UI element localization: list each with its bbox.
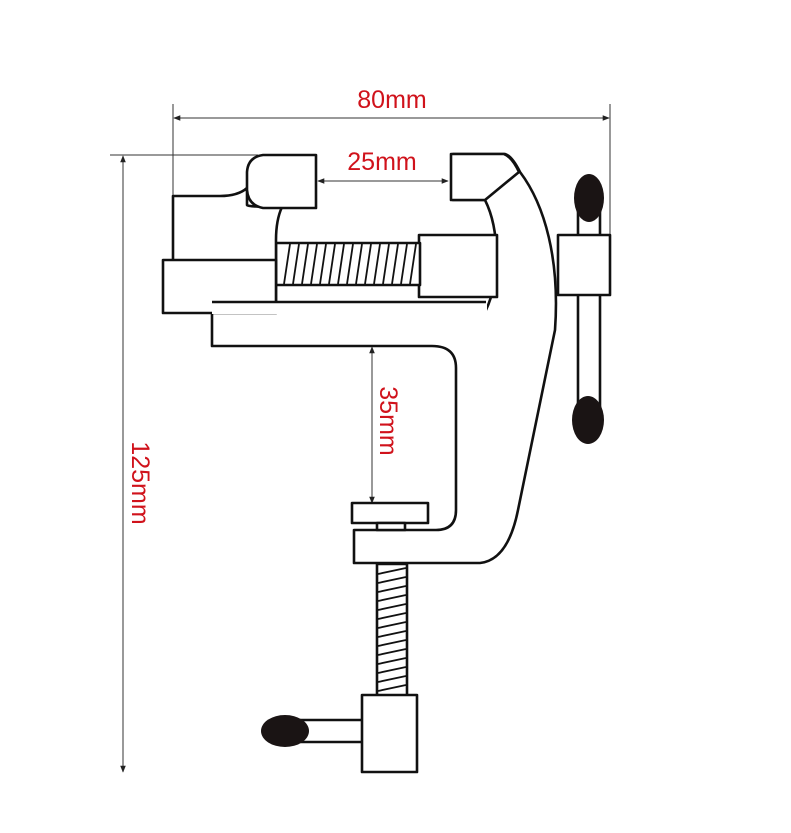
jaw-handle-bottom-knob	[572, 396, 604, 444]
clamp-opening-label: 35mm	[374, 386, 402, 455]
clamp-handle	[261, 693, 419, 774]
clamp-screw	[375, 562, 409, 698]
clamp-screw-threads	[377, 567, 407, 692]
jaw-rail-mask	[212, 302, 487, 314]
overall-width-dimension: 80mm	[172, 86, 611, 238]
overall-width-label: 80mm	[357, 86, 426, 114]
fixed-jaw-face	[449, 152, 521, 202]
clamp-opening-dimension: 35mm	[369, 346, 402, 504]
clamp-handle-knob	[261, 715, 309, 747]
jaw-handle	[556, 174, 612, 444]
clamp-pad-plate	[350, 501, 430, 525]
lead-screw-assembly	[274, 233, 499, 299]
overall-height-dimension: 125mm	[110, 154, 258, 773]
screw-nut-block	[417, 233, 499, 299]
jaw-handle-top-knob	[574, 174, 604, 222]
movable-jaw-face	[245, 153, 318, 210]
lead-screw-threads	[283, 243, 417, 285]
jaw-handle-collar	[556, 233, 612, 297]
clamp-handle-collar	[360, 693, 419, 774]
c-frame-body	[210, 152, 558, 565]
jaw-opening-dimension: 25mm	[317, 148, 449, 184]
clamp-pad-stem	[375, 521, 407, 532]
jaw-handle-bar	[576, 198, 602, 417]
movable-jaw	[161, 153, 487, 315]
jaw-opening-label: 25mm	[347, 148, 416, 176]
clamp-pad	[350, 501, 430, 532]
overall-height-label: 125mm	[126, 441, 154, 524]
c-frame	[210, 152, 558, 565]
